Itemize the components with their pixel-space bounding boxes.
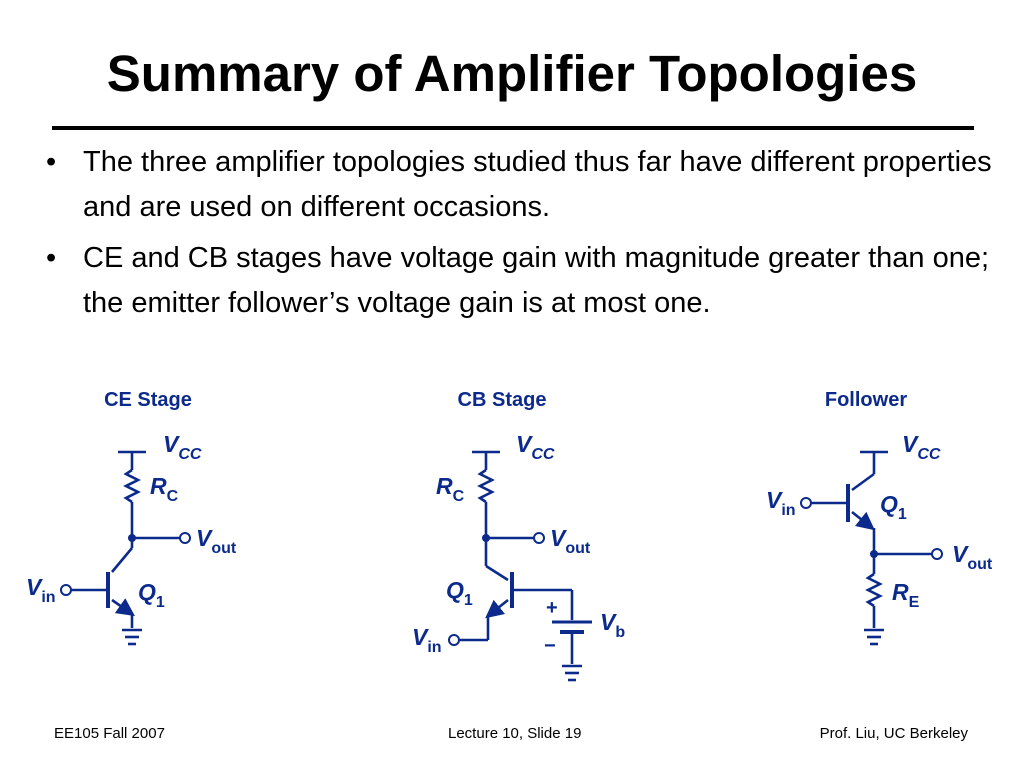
follower-title: Follower [825, 389, 907, 411]
ce-output-node [128, 534, 136, 542]
bullet-marker: • [46, 146, 57, 178]
ce-vin-label: Vin [26, 574, 56, 606]
cb-output-terminal [533, 532, 545, 544]
bullet-text: The three amplifier topologies studied t… [83, 146, 992, 223]
bullet-item: • CE and CB stages have voltage gain wit… [46, 236, 1006, 326]
footer-slide-number: Lecture 10, Slide 19 [448, 725, 582, 742]
ce-q1-label: Q1 [138, 579, 165, 611]
follower-vin-label: Vin [766, 487, 796, 519]
bullet-list: • The three amplifier topologies studied… [46, 140, 1006, 332]
bullet-text: CE and CB stages have voltage gain with … [83, 242, 990, 319]
follower-output-node [870, 550, 878, 558]
ce-stage-schematic: CE Stage VCC R [26, 389, 237, 646]
cb-vin-label: Vin [412, 624, 442, 656]
ce-vcc-label: VCC [163, 431, 202, 463]
cb-vb-label: Vb [600, 609, 625, 641]
cb-stage-title: CB Stage [458, 389, 547, 411]
follower-re-label: RE [892, 579, 920, 611]
follower-q1-label: Q1 [880, 491, 907, 523]
follower-vout-label: Vout [952, 541, 993, 573]
cb-input-terminal [448, 634, 460, 646]
ce-input-terminal [60, 584, 72, 596]
ce-vout-label: Vout [196, 525, 237, 557]
follower-schematic: Follower VCC V [766, 389, 993, 646]
cb-output-node [482, 534, 490, 542]
ce-output-terminal [179, 532, 191, 544]
title-underline [52, 126, 974, 130]
cb-battery-minus: − [544, 635, 556, 657]
footer-course: EE105 Fall 2007 [54, 725, 165, 742]
follower-vcc-label: VCC [902, 431, 941, 463]
footer-author: Prof. Liu, UC Berkeley [819, 725, 968, 742]
slide-title: Summary of Amplifier Topologies [106, 45, 918, 102]
bullet-marker: • [46, 242, 57, 274]
cb-vout-label: Vout [550, 525, 591, 557]
amplifier-schematics: CE Stage VCC R [26, 389, 993, 682]
cb-q1-label: Q1 [446, 577, 473, 609]
ce-stage-title: CE Stage [104, 389, 192, 411]
cb-rc-label: RC [436, 473, 465, 505]
cb-vcc-label: VCC [516, 431, 555, 463]
cb-battery-plus: + [546, 597, 558, 619]
ce-rc-label: RC [150, 473, 179, 505]
bullet-item: • The three amplifier topologies studied… [46, 140, 1006, 230]
follower-input-terminal [800, 497, 812, 509]
cb-stage-schematic: CB Stage [412, 389, 625, 682]
follower-output-terminal [931, 548, 943, 560]
